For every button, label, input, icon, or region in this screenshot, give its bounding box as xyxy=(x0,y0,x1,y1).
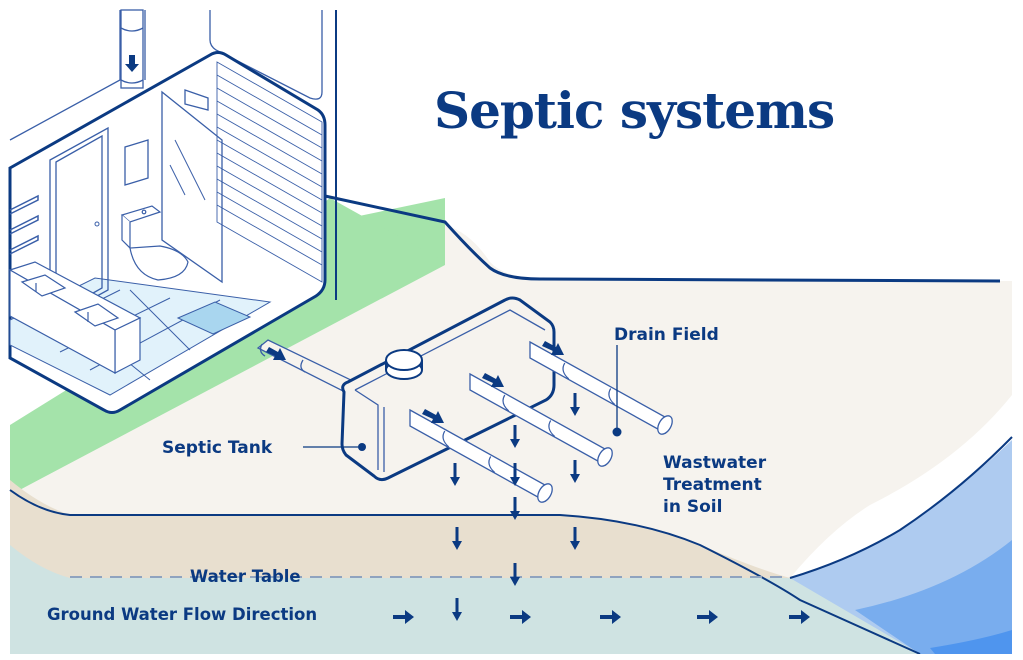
arrow-right-icon xyxy=(422,409,444,423)
tank-lid xyxy=(385,349,423,380)
arrow-right-icon xyxy=(482,373,504,387)
drain-field-label: Drain Field xyxy=(614,325,719,345)
arrow-down-icon xyxy=(452,598,462,621)
arrow-right-icon xyxy=(393,610,414,624)
treatment-label-line1: Wastwater xyxy=(663,453,767,473)
arrow-right-icon xyxy=(266,347,286,360)
arrow-down-icon xyxy=(510,463,520,486)
water-body-mid xyxy=(855,540,1012,654)
brick-wall xyxy=(216,61,323,283)
ground-water-flow-label: Ground Water Flow Direction xyxy=(47,605,317,624)
arrow-down-icon xyxy=(510,497,520,520)
shower-mat xyxy=(176,301,252,335)
arrow-down-icon xyxy=(510,425,520,448)
arrow-down-icon xyxy=(510,563,520,586)
leader-dot-icon xyxy=(358,443,366,451)
deep-soil xyxy=(10,480,790,578)
toilet xyxy=(120,205,189,281)
arrow-down-icon xyxy=(570,460,580,483)
arrow-right-icon xyxy=(789,610,810,624)
septic-tank-label: Septic Tank xyxy=(162,438,273,458)
arrow-down-icon xyxy=(570,527,580,550)
water-body-deep xyxy=(930,630,1012,654)
soil-boundary-line xyxy=(9,489,921,655)
shore-line xyxy=(789,436,1013,579)
groundwater-left-curve xyxy=(10,545,70,578)
page-title: Septic systems xyxy=(434,81,834,140)
vent-stack-pipe xyxy=(120,9,144,89)
surface-outline xyxy=(324,194,1001,283)
arrow-down-icon xyxy=(125,55,139,72)
arrow-right-icon xyxy=(542,341,564,355)
arrow-down-icon xyxy=(450,463,460,486)
house-bathroom xyxy=(8,9,337,414)
drain-pipe xyxy=(529,340,673,435)
treatment-label-line2: Treatment xyxy=(663,475,762,495)
flow-arrows xyxy=(393,393,810,624)
septic-tank xyxy=(303,296,556,482)
drain-pipe xyxy=(469,372,613,467)
drain-field-pipes xyxy=(409,340,673,503)
treatment-label-line3: in Soil xyxy=(663,497,722,517)
vanity-sinks xyxy=(8,261,142,375)
arrow-right-icon xyxy=(510,610,531,624)
groundwater-zone xyxy=(10,578,970,654)
leader-dot-icon xyxy=(612,427,622,437)
arrow-right-icon xyxy=(600,610,621,624)
water-table-label: Water Table xyxy=(190,567,301,586)
arrow-down-icon xyxy=(570,393,580,416)
arrow-right-icon xyxy=(697,610,718,624)
arrow-down-icon xyxy=(452,527,462,550)
door xyxy=(49,126,109,324)
